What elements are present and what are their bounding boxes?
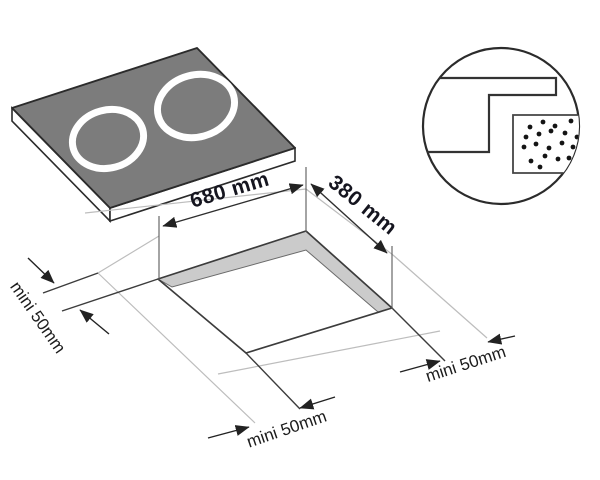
callout-arrow bbox=[27, 257, 55, 284]
hob-edge-profile bbox=[427, 76, 558, 154]
rear-boundary-edge bbox=[42, 272, 99, 294]
burner-ring-right bbox=[153, 70, 239, 142]
dimension-line bbox=[310, 183, 388, 254]
boundary-line-front bbox=[217, 330, 441, 375]
dimension-depth-380: 380 mm bbox=[310, 171, 401, 254]
worktop-cross-section bbox=[512, 114, 579, 174]
clearance-bottom-label: mini 50mm bbox=[244, 407, 329, 452]
extension-lines bbox=[42, 167, 446, 410]
boundary-line bbox=[97, 235, 160, 274]
stipple-dots bbox=[521, 118, 579, 170]
callout-arrow bbox=[299, 396, 336, 410]
boundary-line-right bbox=[392, 254, 488, 339]
left-edge-extension bbox=[245, 352, 301, 410]
callout-arrow bbox=[487, 333, 516, 345]
rear-edge-extension bbox=[61, 278, 159, 312]
right-edge-extension bbox=[391, 307, 446, 362]
clearance-callout-right: mini 50mm bbox=[399, 333, 516, 386]
callout-arrow bbox=[207, 425, 250, 439]
callout-arrow bbox=[399, 359, 441, 373]
cutout-inner-wall-band bbox=[156, 230, 394, 313]
burner-ring-left bbox=[68, 105, 148, 173]
edge-detail-inset bbox=[421, 46, 581, 206]
callout-arrow bbox=[79, 309, 110, 335]
cooktop-top-surface bbox=[11, 47, 296, 209]
cutout-dimension-diagram: 680 mm 380 mm mini 50mm mini 50mm mini 5… bbox=[6, 167, 516, 452]
clearance-left-label: mini 50mm bbox=[6, 278, 69, 357]
dimension-line bbox=[162, 183, 304, 228]
worktop-boundary-lines bbox=[84, 188, 488, 424]
clearance-right-label: mini 50mm bbox=[423, 342, 508, 386]
clearance-callout-left: mini 50mm bbox=[6, 257, 110, 357]
clearance-callout-bottom: mini 50mm bbox=[207, 396, 336, 452]
boundary-line-left bbox=[97, 272, 256, 424]
